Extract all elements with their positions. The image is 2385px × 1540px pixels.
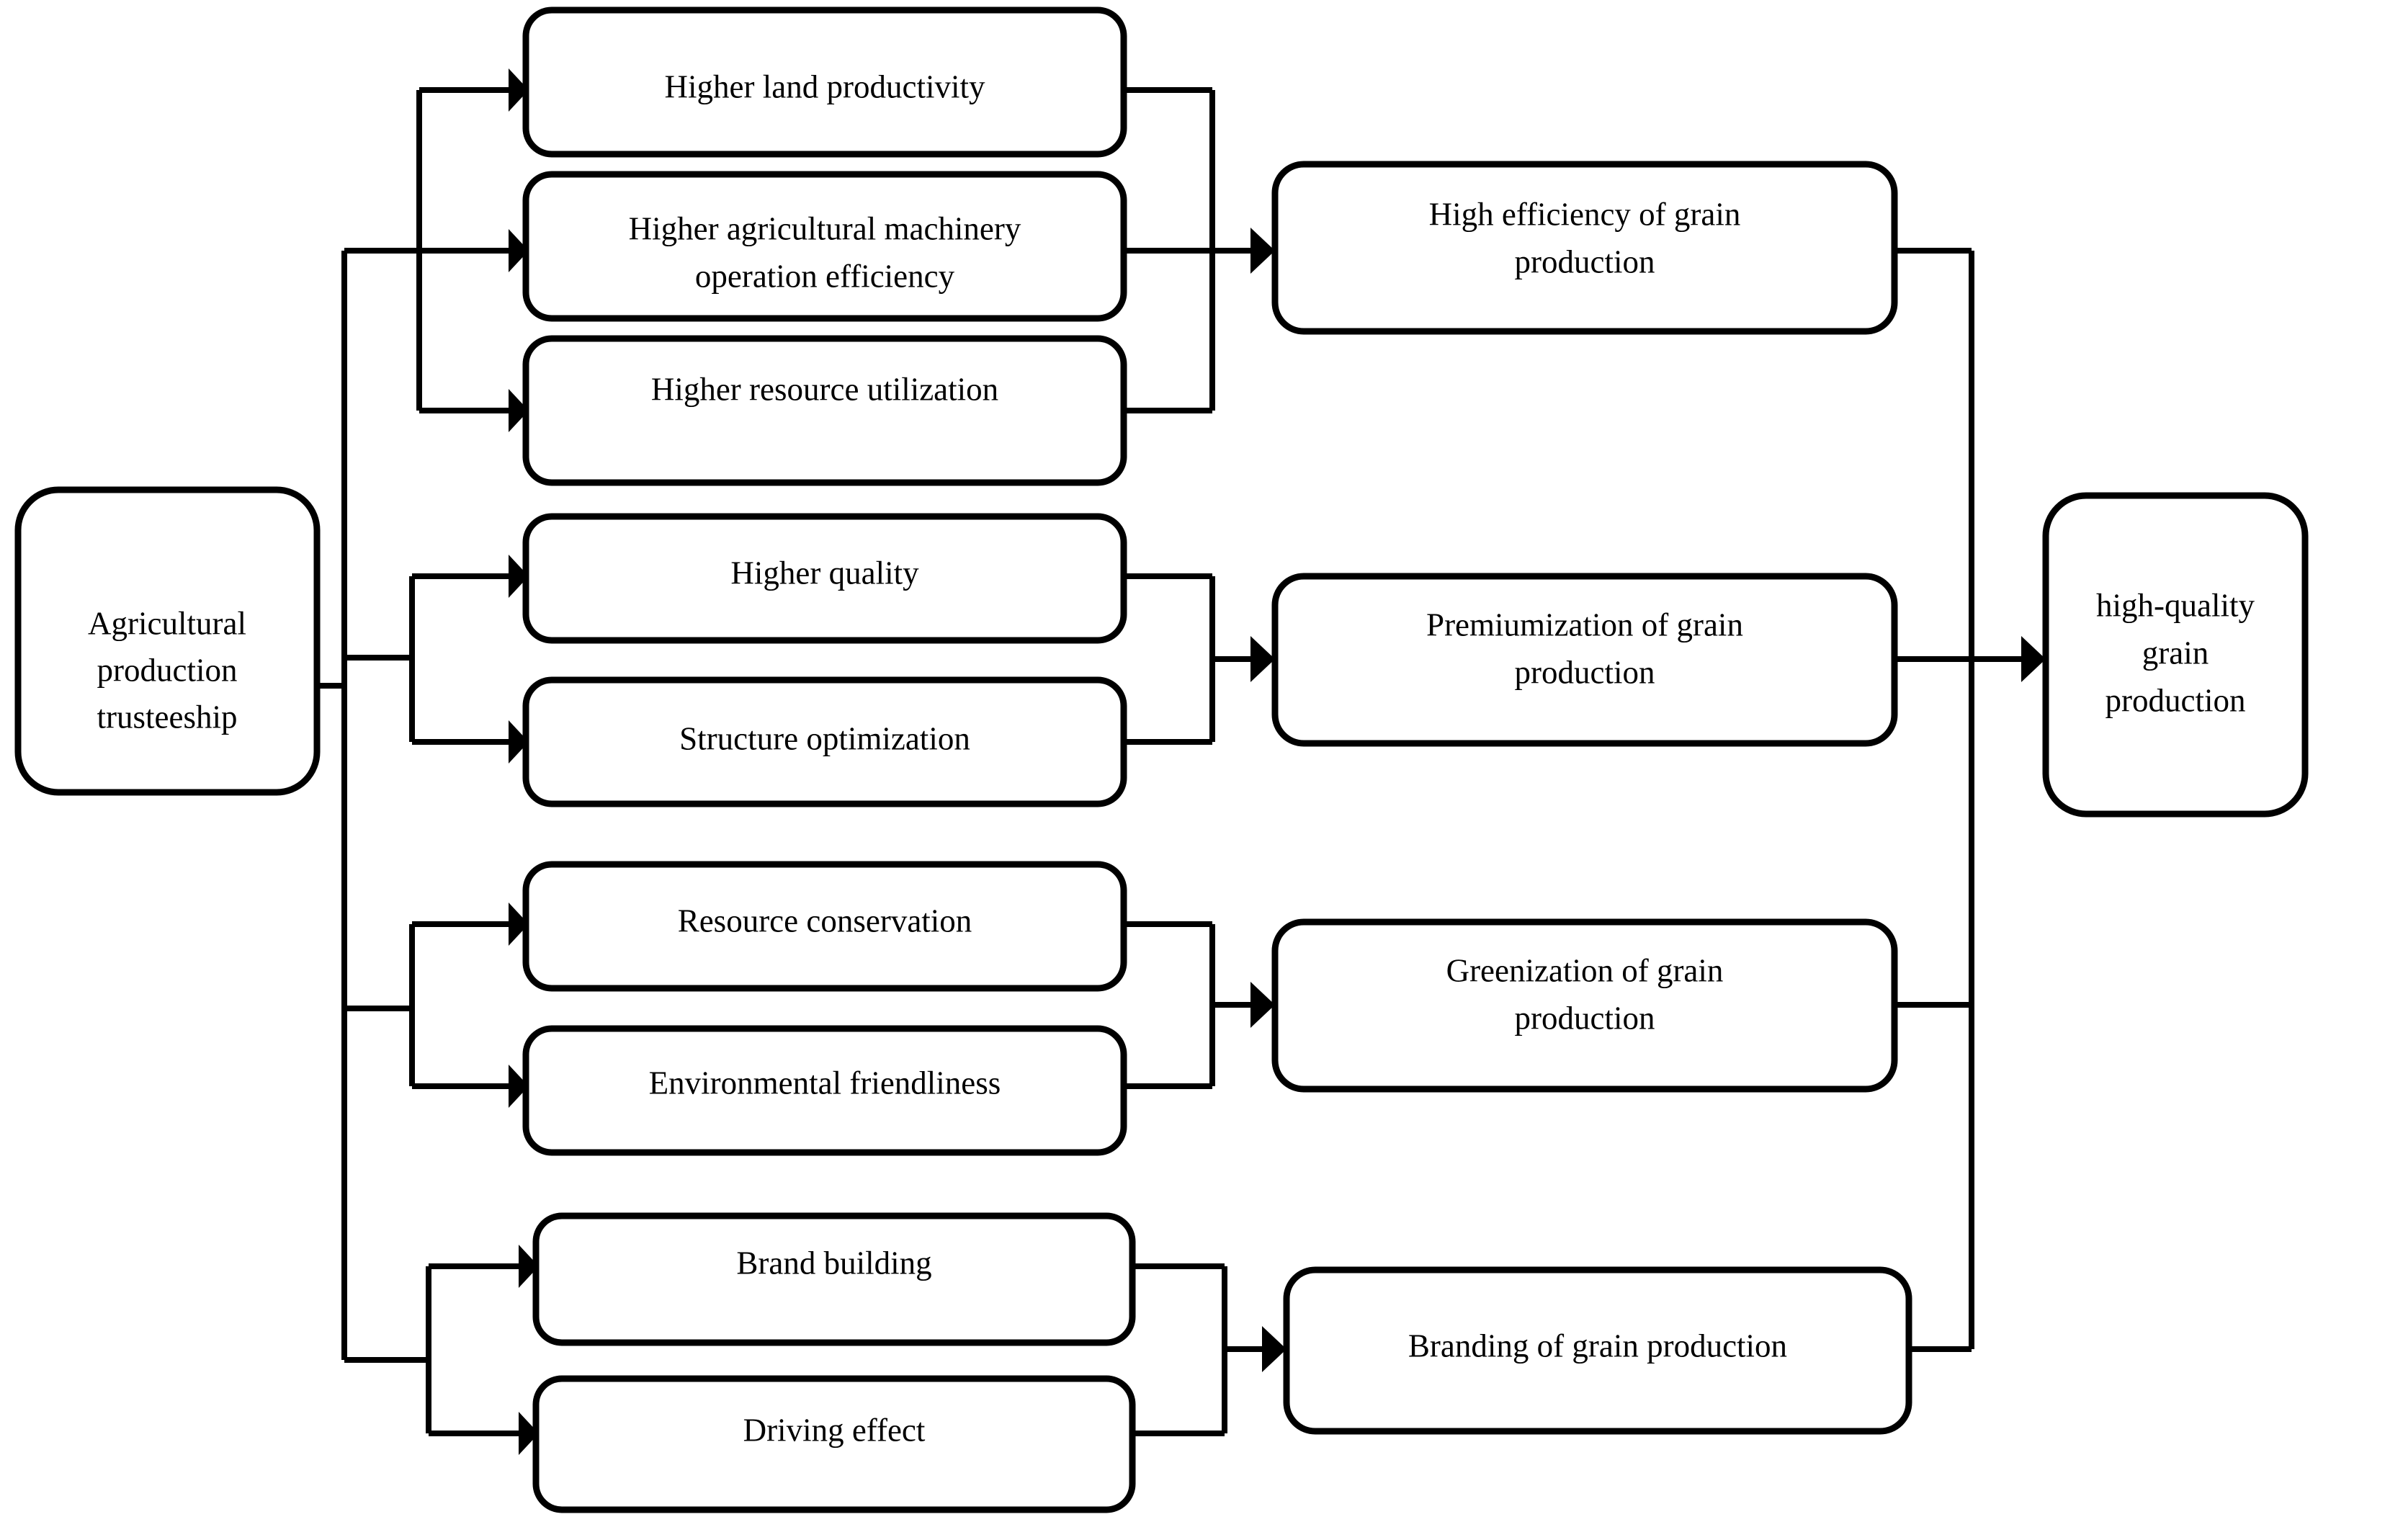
higher-resource-utilization-box[interactable] (522, 335, 1127, 486)
arrowhead-to-premiumization (1250, 636, 1275, 682)
high-efficiency-label-line-2: production (1515, 243, 1655, 279)
source-node-label-line-2: production (97, 652, 238, 688)
higher-agricultural-machinery-label-line-1: Higher agricultural machinery (629, 210, 1021, 246)
resource-conservation-box[interactable] (522, 861, 1127, 992)
node-environmental-friendliness[interactable]: Environmental friendliness (522, 1025, 1127, 1156)
arrowhead-to-higher-agricultural-machinery (509, 229, 529, 272)
target-node-label-line-3: production (2106, 682, 2246, 718)
node-high-efficiency-of-grain-production[interactable]: High efficiency of grain production (1271, 161, 1898, 335)
higher-resource-utilization-label: Higher resource utilization (651, 371, 998, 407)
arrowhead-to-greenization (1250, 982, 1275, 1028)
node-high-quality-grain-production[interactable]: high-quality grain production (2042, 492, 2309, 818)
driving-effect-box[interactable] (532, 1375, 1136, 1513)
arrowhead-to-structure-optimization (509, 720, 529, 764)
target-node-label-line-2: grain (2142, 635, 2209, 671)
node-brand-building[interactable]: Brand building (532, 1212, 1136, 1346)
node-higher-land-productivity[interactable]: Higher land productivity (522, 6, 1127, 158)
node-greenization-of-grain-production[interactable]: Greenization of grain production (1271, 918, 1898, 1093)
node-driving-effect[interactable]: Driving effect (532, 1375, 1136, 1513)
node-branding-of-grain-production[interactable]: Branding of grain production (1283, 1266, 1912, 1435)
source-node-label-line-1: Agricultural (88, 605, 246, 641)
greenization-label-line-2: production (1515, 1000, 1655, 1036)
high-efficiency-label-line-1: High efficiency of grain (1429, 196, 1741, 232)
high-efficiency-of-grain-production-box[interactable] (1271, 161, 1898, 335)
structure-optimization-label: Structure optimization (679, 720, 970, 756)
environmental-friendliness-label: Environmental friendliness (649, 1065, 1001, 1101)
arrowhead-to-driving-effect (519, 1412, 539, 1455)
arrowhead-to-branding (1262, 1326, 1287, 1372)
arrowhead-to-higher-land-productivity (509, 68, 529, 112)
source-node-box[interactable] (14, 486, 321, 796)
source-node-label-line-3: trusteeship (97, 699, 238, 735)
arrowhead-to-environmental-friendliness (509, 1065, 529, 1108)
node-resource-conservation[interactable]: Resource conservation (522, 861, 1127, 992)
higher-agricultural-machinery-box[interactable] (522, 171, 1127, 322)
greenization-of-grain-production-box[interactable] (1271, 918, 1898, 1093)
node-structure-optimization[interactable]: Structure optimization (522, 676, 1127, 807)
premiumization-label-line-2: production (1515, 654, 1655, 690)
higher-land-productivity-box[interactable] (522, 6, 1127, 158)
premiumization-label-line-1: Premiumization of grain (1426, 606, 1743, 643)
target-node-box[interactable] (2042, 492, 2309, 818)
environmental-friendliness-box[interactable] (522, 1025, 1127, 1156)
resource-conservation-label: Resource conservation (678, 903, 972, 939)
connectors (317, 68, 2046, 1455)
higher-quality-box[interactable] (522, 513, 1127, 644)
brand-building-box[interactable] (532, 1212, 1136, 1346)
higher-agricultural-machinery-label-line-2: operation efficiency (695, 258, 955, 294)
higher-land-productivity-label: Higher land productivity (665, 68, 985, 104)
arrowhead-to-higher-resource-utilization (509, 389, 529, 432)
node-higher-quality[interactable]: Higher quality (522, 513, 1127, 644)
target-node-label-line-1: high-quality (2096, 587, 2255, 623)
structure-optimization-box[interactable] (522, 676, 1127, 807)
driving-effect-label: Driving effect (743, 1412, 926, 1448)
arrowhead-to-brand-building (519, 1245, 539, 1288)
node-premiumization-of-grain-production[interactable]: Premiumization of grain production (1271, 573, 1898, 747)
arrowhead-to-high-efficiency (1250, 228, 1275, 274)
premiumization-of-grain-production-box[interactable] (1271, 573, 1898, 747)
greenization-label-line-1: Greenization of grain (1446, 952, 1724, 988)
arrowhead-to-higher-quality (509, 555, 529, 598)
brand-building-label: Brand building (736, 1245, 931, 1281)
node-source[interactable]: Agricultural production trusteeship (14, 486, 321, 796)
branding-label: Branding of grain production (1408, 1328, 1787, 1364)
higher-quality-label: Higher quality (730, 555, 919, 591)
branding-of-grain-production-box[interactable] (1283, 1266, 1912, 1435)
node-higher-agricultural-machinery-operation-efficiency[interactable]: Higher agricultural machinery operation … (522, 171, 1127, 322)
node-higher-resource-utilization[interactable]: Higher resource utilization (522, 335, 1127, 486)
arrowhead-to-resource-conservation (509, 903, 529, 946)
arrowhead-to-high-quality-grain-production (2021, 636, 2046, 682)
